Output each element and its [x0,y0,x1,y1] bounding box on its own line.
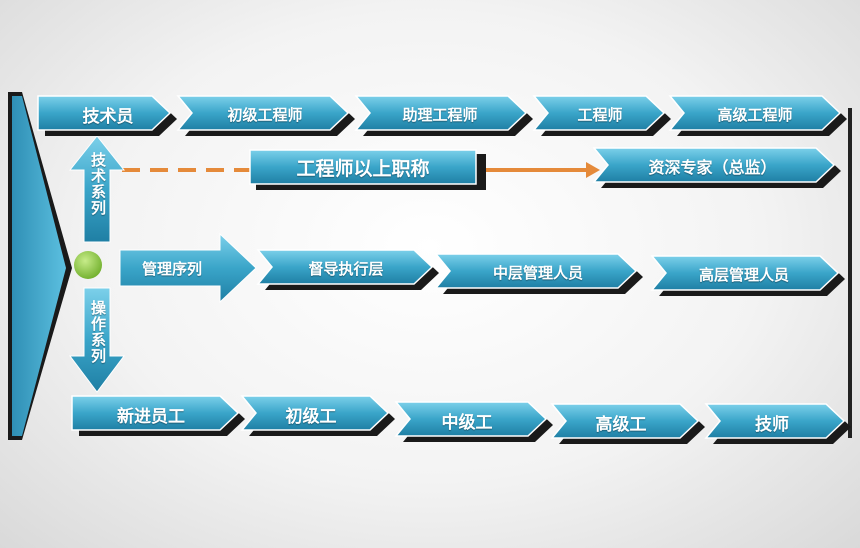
mgmt-series-arrow [119,232,257,304]
ops-chevron-4 [550,403,700,439]
ops-step-3: 中级工 [441,412,493,433]
tech-step-4: 工程师 [577,105,623,124]
ops-step-1: 新进员工 [117,406,185,427]
center-dot [74,251,102,279]
connector-arrowhead [586,162,600,178]
ops-series-label: 操作系列 [89,300,107,364]
mgmt-step-3: 高层管理人员 [698,265,789,284]
senior-chevron [592,147,836,183]
mgmt-chevron-1 [256,249,434,285]
tech-chevron-5 [668,95,842,131]
mgmt-step-1: 督导执行层 [308,259,384,278]
ops-chevron-3 [394,401,548,437]
mgmt-series-label: 管理序列 [141,259,202,278]
tech-chevron-1 [37,95,172,131]
ops-step-2: 初级工 [285,406,337,427]
ops-chevron-1 [71,395,240,431]
tech-step-3: 助理工程师 [402,105,478,124]
tech-chevron-3 [354,95,528,131]
ops-chevron-5 [704,403,846,439]
tech-series-arrow [68,135,126,243]
mid-box [249,149,477,185]
tech-chevron-4 [532,95,666,131]
right-boundary [848,108,852,438]
ops-chevron-2 [240,395,390,431]
tech-step-5: 高级工程师 [717,105,793,124]
tech-mid-label: 工程师以上职称 [296,157,430,180]
tech-series-label: 技术系列 [89,152,107,216]
tech-senior-expert: 资深专家（总监） [648,158,777,177]
mgmt-chevron-3 [650,255,840,291]
tech-step-1: 技术员 [82,106,134,127]
ops-series-arrow [69,287,125,393]
tech-step-2: 初级工程师 [227,105,303,124]
tech-chevron-2 [176,95,350,131]
ops-step-5: 技师 [755,414,789,435]
mgmt-step-2: 中层管理人员 [492,263,583,282]
origin-chevron-face [12,96,66,436]
mgmt-chevron-2 [434,253,638,289]
ops-step-4: 高级工 [595,414,647,435]
